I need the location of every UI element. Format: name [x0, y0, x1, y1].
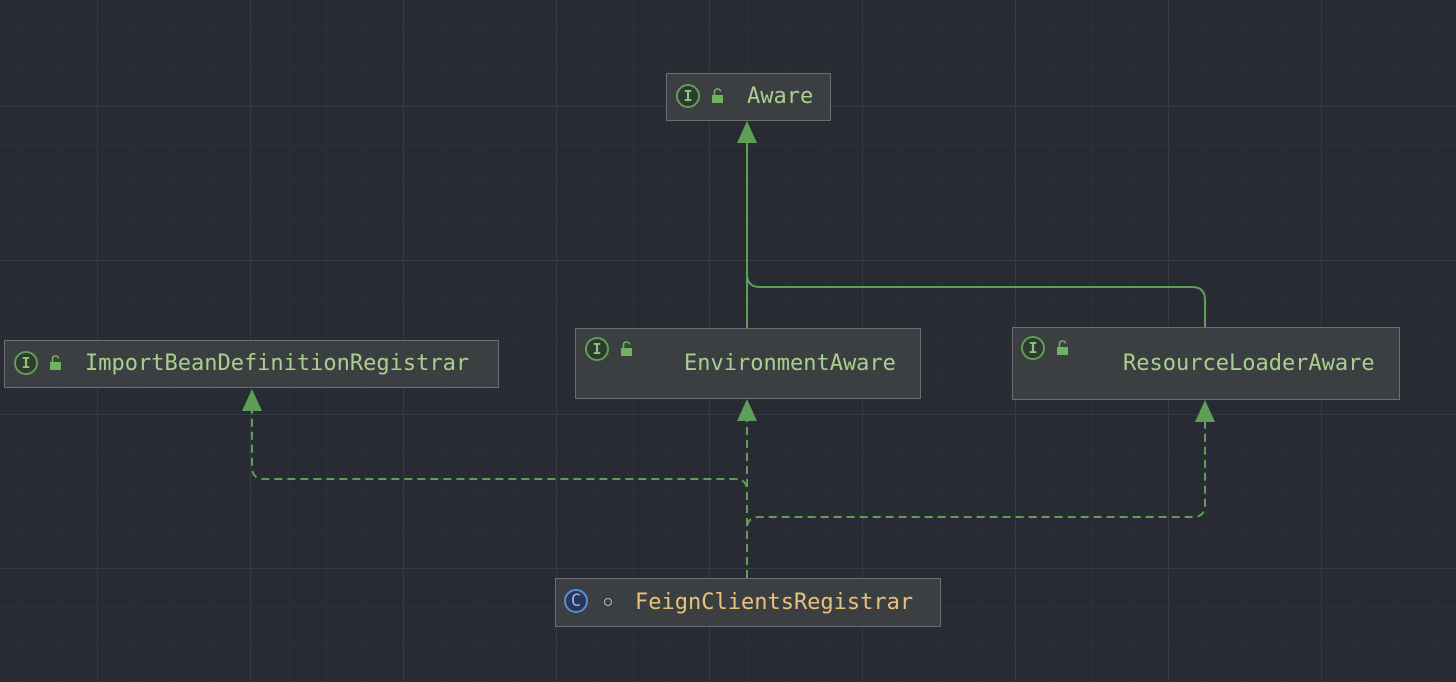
arrowhead-resourceloaderaware	[1195, 400, 1215, 422]
interface-icon: I	[1021, 336, 1045, 360]
node-label: FeignClientsRegistrar	[635, 590, 914, 615]
arrowhead-environmentaware	[737, 399, 757, 421]
open-lock-icon	[621, 341, 632, 356]
arrowhead-importbean	[242, 389, 262, 411]
node-label: ImportBeanDefinitionRegistrar	[85, 351, 470, 376]
node-label: EnvironmentAware	[684, 351, 896, 376]
open-lock-icon	[712, 88, 723, 103]
interface-icon: I	[14, 351, 38, 375]
arrowhead-aware	[737, 121, 757, 143]
node-aware[interactable]: I Aware	[666, 73, 831, 121]
node-environmentaware[interactable]: I EnvironmentAware	[575, 328, 921, 399]
edge-feign-to-importbean	[251, 410, 748, 578]
edge-resourceloaderaware-to-aware	[746, 273, 1206, 328]
edge-feign-to-resourceloaderaware	[746, 421, 1206, 578]
open-lock-icon	[1057, 340, 1068, 355]
open-lock-icon	[50, 355, 61, 370]
interface-icon: I	[585, 337, 609, 361]
class-icon: C	[564, 589, 588, 613]
node-importbeandefinitionregistrar[interactable]: I ImportBeanDefinitionRegistrar	[4, 340, 499, 388]
node-feignclientsregistrar[interactable]: C FeignClientsRegistrar	[555, 578, 941, 627]
package-private-dot-icon	[604, 598, 612, 606]
node-resourceloaderaware[interactable]: I ResourceLoaderAware	[1012, 327, 1400, 400]
interface-icon: I	[676, 84, 700, 108]
node-label: Aware	[747, 84, 814, 109]
node-label: ResourceLoaderAware	[1123, 351, 1375, 376]
